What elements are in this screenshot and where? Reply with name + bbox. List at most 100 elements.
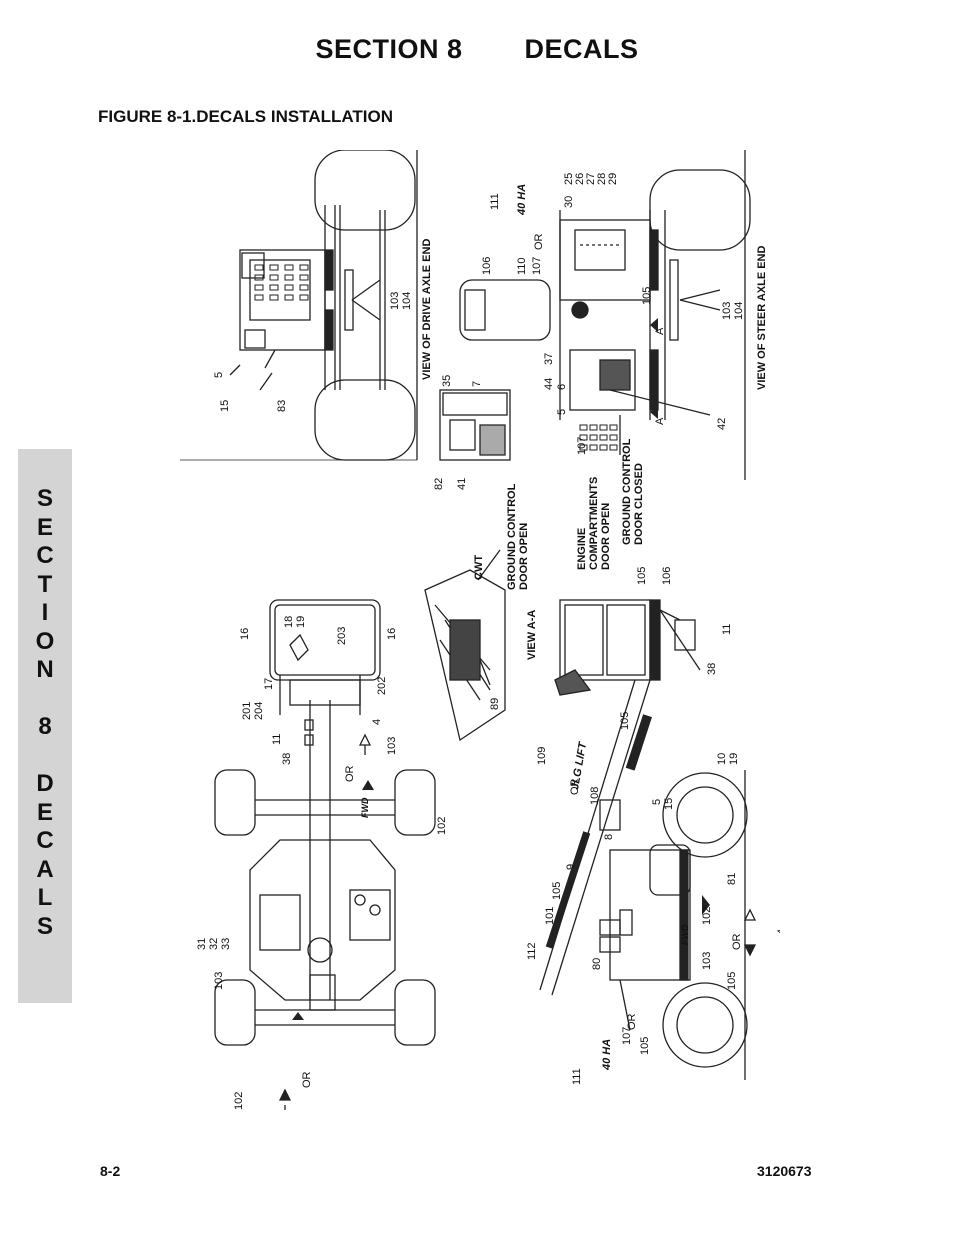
or-mark: OR	[344, 765, 356, 782]
callout-11: 11	[271, 734, 283, 745]
a-mark: A	[654, 417, 666, 425]
callout-19b: 19	[728, 753, 740, 765]
callout-105: 105	[641, 287, 653, 305]
or-mark: OR	[731, 933, 743, 950]
callout-7: 7	[471, 381, 483, 387]
callout-18: 18	[283, 616, 295, 628]
callout-16: 16	[239, 628, 251, 640]
side-letter: T	[37, 570, 53, 598]
side-tab: S E C T I O N 8 D E C A L S	[18, 449, 72, 1003]
side-letter: I	[41, 599, 49, 626]
decal-fwd-b: FWD	[680, 924, 690, 945]
side-letter: E	[36, 513, 53, 541]
callout-102: 102	[436, 817, 448, 835]
callout-201: 201	[241, 702, 253, 720]
callout-28: 28	[596, 173, 608, 185]
side-letter: C	[36, 542, 54, 569]
label-steer-axle: VIEW OF STEER AXLE END	[756, 246, 768, 390]
view-aa	[424, 549, 506, 742]
side-letter	[18, 742, 72, 771]
label-view-aa: VIEW A-A	[526, 610, 538, 660]
or-mark: OR	[301, 1071, 313, 1088]
callout-41: 41	[456, 478, 468, 490]
callout-102c: 102	[701, 907, 713, 925]
callout-19: 19	[295, 616, 307, 628]
side-letter: C	[36, 827, 54, 854]
callout-107c: 107	[621, 1027, 633, 1045]
side-letter	[18, 685, 72, 714]
callout-81: 81	[726, 873, 738, 885]
drive-axle-labels: 5 15 83 103 104 VIEW OF DRIVE AXLE END	[213, 239, 433, 412]
label-drive-axle: VIEW OF DRIVE AXLE END	[421, 239, 433, 380]
footer-doc-number: 3120673	[757, 1163, 812, 1179]
callout-103c: 103	[386, 737, 398, 755]
callout-105g: 105	[639, 1037, 651, 1055]
label-engine-1: ENGINE	[576, 528, 588, 570]
side-letter: L	[37, 884, 53, 911]
top-view-labels: 16 18 19 203 17 201 204 202 16 11 38 4 1…	[196, 616, 448, 1110]
callout-16b: 16	[386, 628, 398, 640]
side-letter: D	[36, 770, 54, 797]
callout-5c: 5	[651, 799, 663, 805]
callout-32: 32	[208, 938, 220, 950]
label-gc-closed-2: DOOR CLOSED	[633, 463, 645, 545]
callout-5b: 5	[556, 409, 568, 415]
callout-4: 4	[371, 719, 383, 725]
callout-83: 83	[276, 400, 288, 412]
callout-82: 82	[433, 478, 445, 490]
label-engine-3: DOOR OPEN	[600, 503, 612, 570]
side-letter: S	[36, 912, 53, 940]
callout-25: 25	[563, 173, 575, 185]
callout-103e: 103	[701, 952, 713, 970]
callout-108: 108	[589, 787, 601, 805]
callout-37: 37	[543, 353, 555, 365]
side-letter: S	[36, 485, 53, 512]
section-title: DECALS	[524, 34, 639, 64]
callout-15: 15	[219, 400, 231, 412]
callout-30: 30	[563, 196, 575, 208]
callout-26: 26	[574, 173, 586, 185]
callout-104: 104	[401, 292, 413, 310]
a-mark: A	[654, 327, 666, 335]
decal-fwd: FWD	[360, 797, 370, 818]
callout-111: 111	[489, 193, 501, 210]
top-view	[214, 599, 436, 1110]
or-mark: OR	[533, 233, 545, 250]
callout-9: 9	[565, 864, 577, 870]
callout-17: 17	[263, 678, 275, 690]
decals-installation-diagram: 5 15 83 103 104 VIEW OF DRIVE AXLE END	[180, 150, 780, 1110]
callout-106: 106	[481, 257, 493, 275]
steer-axle-labels: 25 26 27 28 29 30 111 40 HA 106 110 107 …	[481, 173, 768, 455]
callout-105e: 105	[551, 882, 563, 900]
label-gc-open-1: GROUND CONTROL	[506, 483, 518, 590]
side-letter: A	[36, 855, 54, 883]
label-cwt: CWT	[473, 555, 485, 580]
callout-27: 27	[585, 173, 597, 185]
callout-105d: 105	[619, 712, 631, 730]
callout-110: 110	[516, 257, 528, 275]
callout-4c: 4	[776, 929, 780, 935]
callout-203: 203	[336, 627, 348, 645]
decal-40ha-b: 40 HA	[601, 1039, 613, 1071]
callout-80: 80	[591, 958, 603, 970]
side-view	[539, 599, 757, 1080]
callout-103b: 103	[721, 302, 733, 320]
callout-109: 109	[536, 747, 548, 765]
callout-102b: 102	[233, 1092, 245, 1110]
callout-10: 10	[716, 753, 728, 765]
callout-33: 33	[220, 938, 232, 950]
callout-6: 6	[556, 384, 568, 390]
figure-caption: FIGURE 8-1.DECALS INSTALLATION	[98, 107, 393, 126]
callout-204: 204	[253, 702, 265, 720]
callout-5: 5	[213, 372, 225, 378]
label-engine-2: COMPARTMENTS	[588, 477, 600, 570]
callout-103: 103	[389, 292, 401, 310]
footer-page-number: 8-2	[100, 1163, 121, 1179]
callout-11b: 11	[721, 624, 733, 635]
callout-29: 29	[607, 173, 619, 185]
callout-104b: 104	[733, 302, 745, 320]
callout-107b: 107	[576, 437, 588, 455]
panel-labels: 35 7 82 41 GROUND CONTROL DOOR OPEN ENGI…	[433, 375, 645, 590]
view-aa-labels: CWT 89 VIEW A-A	[473, 555, 538, 710]
